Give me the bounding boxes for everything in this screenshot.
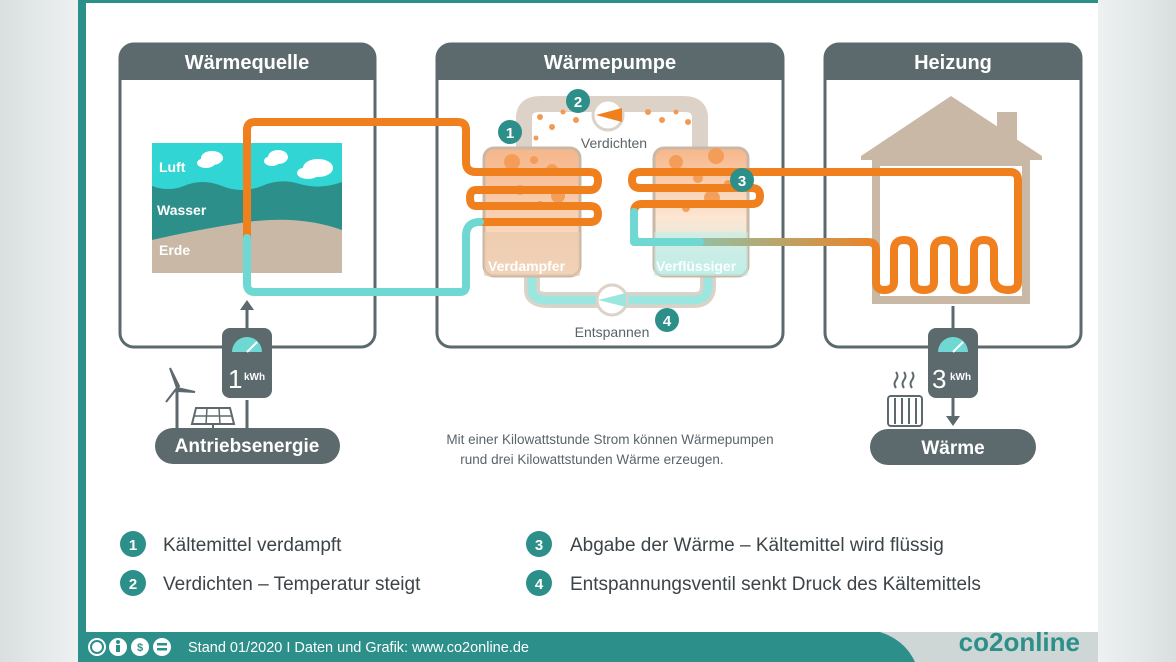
legend-text: Verdichten – Temperatur steigt: [163, 574, 421, 595]
panel-title-heat-pump: Wärmepumpe: [544, 52, 676, 74]
caption-line-1: Mit einer Kilowattstunde Strom können Wä…: [446, 432, 773, 447]
input-meter-value: 1: [228, 364, 242, 394]
output-meter-value: 3: [932, 364, 946, 394]
legend-number: 1: [129, 537, 137, 554]
nc-icon: $: [131, 638, 149, 656]
footer-text: Stand 01/2020 I Daten und Grafik: www.co…: [188, 640, 529, 656]
compressor-icon: [591, 98, 625, 132]
by-icon: [109, 638, 127, 656]
legend-text: Entspannungsventil senkt Druck des Kälte…: [570, 574, 981, 595]
nd-icon: [153, 638, 171, 656]
background-left: [0, 0, 78, 662]
input-meter-unit: kWh: [244, 372, 265, 383]
svg-text:3: 3: [738, 173, 746, 190]
input-pill-label: Antriebsenergie: [175, 436, 320, 457]
panel-heating: Heizung: [823, 42, 1083, 349]
diagram-step-markers: 1 2 3 4: [498, 89, 754, 332]
footer: $ Stand 01/2020 I Daten und Grafik: www.…: [86, 632, 915, 662]
brand-logo: co2online: [959, 627, 1080, 657]
svg-text:$: $: [137, 642, 143, 654]
output-pill: Wärme: [870, 429, 1036, 465]
panel-heat-pump: Wärmepumpe: [435, 42, 785, 349]
cc-icon: [88, 638, 106, 656]
svg-text:4: 4: [663, 313, 672, 330]
legend-number: 4: [535, 576, 544, 593]
output-pill-label: Wärme: [921, 438, 984, 459]
legend-item: 4 Entspannungsventil senkt Druck des Käl…: [526, 570, 981, 596]
panel-title-heating: Heizung: [914, 52, 992, 74]
output-heat-meter: 3 kWh: [928, 306, 978, 426]
svg-text:1: 1: [506, 125, 514, 142]
caption-line-2: rund drei Kilowattstunden Wärme erzeugen…: [460, 452, 723, 467]
accent-bar: [78, 0, 86, 662]
cloud-icon: [197, 150, 333, 179]
wind-turbine-icon: [165, 367, 196, 432]
license-icons: $: [88, 638, 171, 656]
legend-number: 2: [129, 576, 137, 593]
svg-text:2: 2: [574, 94, 582, 111]
background-right: [1098, 0, 1176, 662]
layer-label-water: Wasser: [157, 202, 207, 218]
label-evaporator: Verdampfer: [488, 258, 566, 274]
label-condenser: Verflüssiger: [656, 258, 737, 274]
legend-number: 3: [535, 537, 543, 554]
vapor-dots: [533, 109, 691, 141]
flow-pipes: [243, 118, 1022, 296]
legend-text: Kältemittel verdampft: [163, 535, 342, 556]
top-line: [86, 0, 1098, 3]
legend-item: 1 Kältemittel verdampft: [120, 531, 342, 557]
output-meter-unit: kWh: [950, 372, 971, 383]
legend-text: Abgabe der Wärme – Kältemittel wird flüs…: [570, 535, 944, 556]
label-compress: Verdichten: [581, 135, 647, 151]
solar-panel-icon: [190, 407, 236, 432]
input-pill: Antriebsenergie: [155, 428, 340, 464]
radiator-icon: [887, 371, 923, 427]
legend: 1 Kältemittel verdampft 2 Verdichten – T…: [120, 531, 981, 596]
input-energy-meter: 1 kWh: [222, 300, 272, 430]
panel-title-heat-source: Wärmequelle: [185, 52, 309, 74]
layer-label-earth: Erde: [159, 242, 190, 258]
layer-label-air: Luft: [159, 159, 186, 175]
legend-item: 2 Verdichten – Temperatur steigt: [120, 570, 421, 596]
expansion-valve-icon: [595, 283, 629, 317]
legend-item: 3 Abgabe der Wärme – Kältemittel wird fl…: [526, 531, 944, 557]
label-expand: Entspannen: [575, 324, 650, 340]
